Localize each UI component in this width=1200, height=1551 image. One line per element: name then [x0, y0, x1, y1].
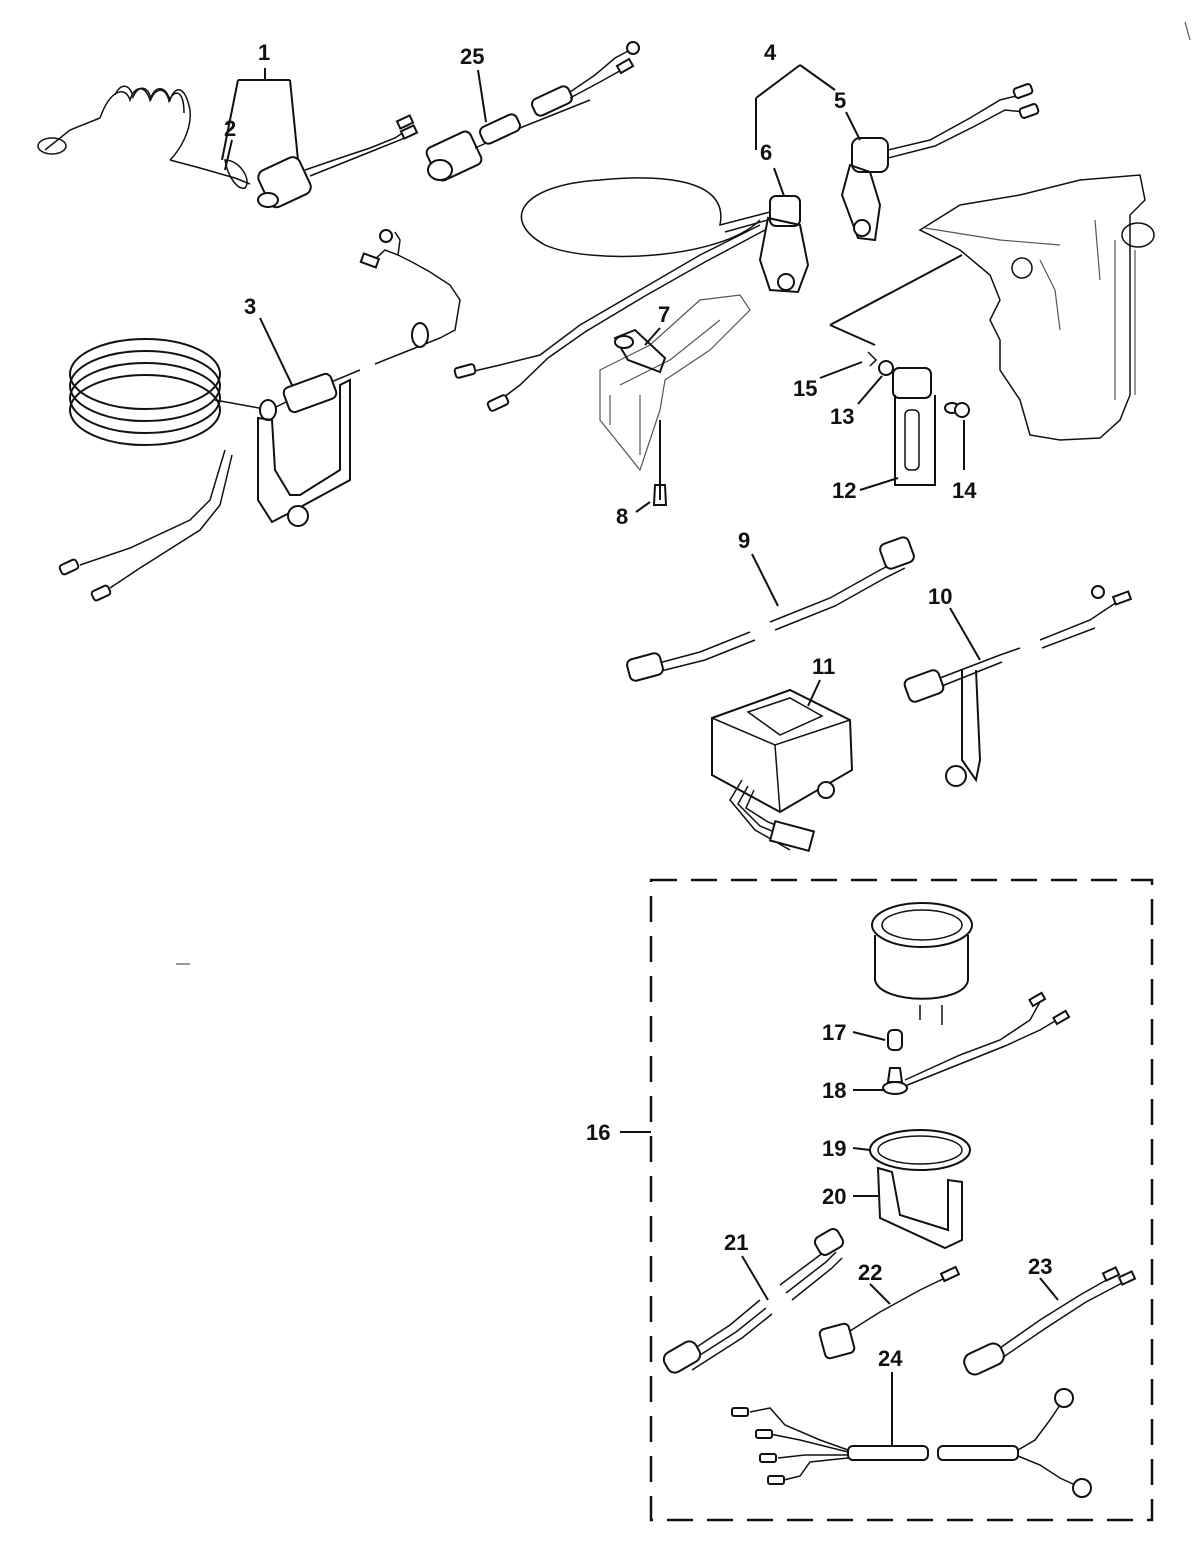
- callout-6: 6: [760, 140, 772, 165]
- leader-10: [949, 607, 981, 661]
- callout-4: 4: [764, 40, 777, 65]
- leader-2: [224, 139, 233, 171]
- callout-23: 23: [1028, 1254, 1052, 1279]
- leader-13: [857, 375, 883, 405]
- harness-24: [731, 1388, 1092, 1498]
- callout-14: 14: [952, 478, 977, 503]
- leader-22: [869, 1283, 891, 1305]
- mounting-bracket: [599, 294, 751, 506]
- gauge-bracket: [876, 1166, 963, 1250]
- electronic-module: [711, 688, 854, 853]
- callout-3: 3: [244, 294, 256, 319]
- leader-8: [635, 501, 651, 513]
- leader-23: [1039, 1277, 1059, 1301]
- callout-11: 11: [812, 654, 835, 679]
- sender-with-harness: [453, 177, 810, 412]
- callout-2: 2: [224, 116, 236, 141]
- callout-21: 21: [724, 1230, 748, 1255]
- outboard-housing: [918, 174, 1155, 441]
- callout-16: 16: [586, 1120, 610, 1145]
- leader-15: [819, 361, 863, 379]
- leader-4a: [755, 64, 801, 99]
- leader-9: [751, 553, 779, 607]
- leader-21: [741, 1255, 769, 1301]
- callout-24: 24: [878, 1346, 903, 1371]
- callout-17: 17: [822, 1020, 846, 1045]
- sender-bracket: [867, 351, 970, 486]
- callout-7: 7: [658, 302, 670, 327]
- callout-5: 5: [834, 88, 846, 113]
- callout-8: 8: [616, 504, 628, 529]
- sender-clamp-harness: [903, 585, 1133, 787]
- leader-7: [644, 327, 661, 346]
- scan-mark: [1184, 21, 1191, 41]
- callout-1: 1: [258, 40, 270, 65]
- harness-23: [963, 1266, 1137, 1376]
- leader-5: [845, 111, 861, 141]
- bulb: [887, 1029, 903, 1051]
- lanyard-stop-switch: [37, 85, 419, 209]
- callout-13: 13: [830, 404, 854, 429]
- callout-15: 15: [793, 376, 817, 401]
- harness-21: [662, 1228, 845, 1374]
- trim-sender: [840, 83, 1040, 242]
- callout-9: 9: [738, 528, 750, 553]
- gauge: [871, 902, 973, 1025]
- leader-25: [477, 69, 487, 123]
- callout-22: 22: [858, 1260, 882, 1285]
- cable-assembly: [58, 229, 461, 602]
- callout-18: 18: [822, 1078, 846, 1103]
- kit-16-boundary: [649, 878, 1154, 1522]
- bulb-socket: [882, 991, 1071, 1095]
- callout-25: 25: [460, 44, 484, 69]
- leader-17: [852, 1031, 886, 1041]
- mount-line: [829, 254, 963, 326]
- harness-22: [818, 1265, 961, 1360]
- leader-3: [259, 317, 293, 386]
- leader-11: [807, 679, 821, 707]
- callout-10: 10: [928, 584, 952, 609]
- leader-12: [859, 477, 899, 491]
- callout-20: 20: [822, 1184, 846, 1209]
- callout-12: 12: [832, 478, 856, 503]
- key-switch-harness: [425, 41, 640, 182]
- callout-19: 19: [822, 1136, 846, 1161]
- leader-19: [852, 1147, 871, 1151]
- leader-6: [773, 167, 785, 197]
- extension-harness: [626, 536, 915, 682]
